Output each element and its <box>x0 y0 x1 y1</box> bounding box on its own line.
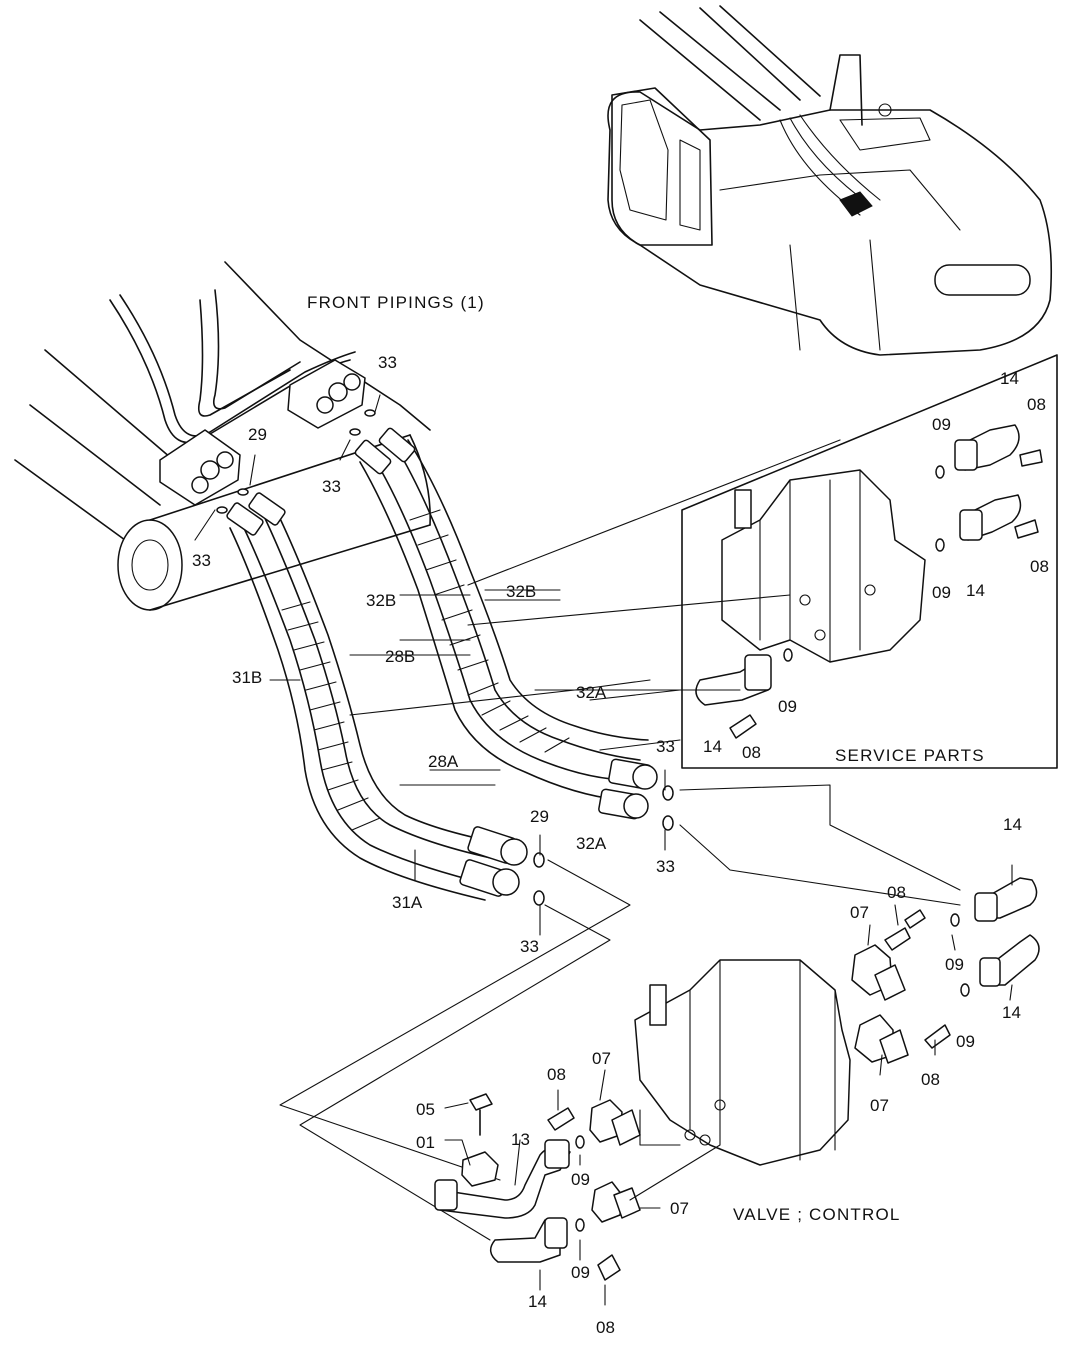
service-parts-title: SERVICE PARTS <box>835 746 985 765</box>
callout-14: 14 <box>1000 369 1019 388</box>
callout-09: 09 <box>932 415 951 434</box>
callout-08: 08 <box>1030 557 1049 576</box>
callout-28a: 28A <box>428 752 459 771</box>
callout-07: 07 <box>592 1049 611 1068</box>
callout-32b: 32B <box>366 591 396 610</box>
callout-09: 09 <box>571 1170 590 1189</box>
callout-32a: 32A <box>576 834 607 853</box>
callout-09: 09 <box>571 1263 590 1282</box>
callout-07: 07 <box>850 903 869 922</box>
callout-31b: 31B <box>232 668 262 687</box>
front-pipings-title: FRONT PIPINGS (1) <box>307 293 485 312</box>
callout-32a: 32A <box>576 683 607 702</box>
callout-33: 33 <box>520 937 539 956</box>
callout-07: 07 <box>870 1096 889 1115</box>
callout-28b: 28B <box>385 647 415 666</box>
callout-09: 09 <box>945 955 964 974</box>
callout-14: 14 <box>703 737 722 756</box>
callout-01: 01 <box>416 1133 435 1152</box>
callout-14: 14 <box>966 581 985 600</box>
callout-08: 08 <box>921 1070 940 1089</box>
callout-29: 29 <box>248 425 267 444</box>
callout-33: 33 <box>322 477 341 496</box>
callout-32b: 32B <box>506 582 536 601</box>
callout-08: 08 <box>596 1318 615 1337</box>
callout-31a: 31A <box>392 893 423 912</box>
callout-05: 05 <box>416 1100 435 1119</box>
control-valve <box>434 864 1040 1306</box>
hose-assemblies <box>226 427 658 901</box>
callout-33: 33 <box>656 857 675 876</box>
boom-illustration <box>14 261 431 611</box>
callout-09: 09 <box>778 697 797 716</box>
callout-08: 08 <box>1027 395 1046 414</box>
callout-29: 29 <box>530 807 549 826</box>
callout-13: 13 <box>511 1130 530 1149</box>
callout-08: 08 <box>887 883 906 902</box>
callout-07: 07 <box>670 1199 689 1218</box>
callout-33: 33 <box>656 737 675 756</box>
o-rings <box>216 409 674 906</box>
service-parts-box <box>681 354 1058 769</box>
callout-08: 08 <box>742 743 761 762</box>
callout-09: 09 <box>956 1032 975 1051</box>
callout-33: 33 <box>378 353 397 372</box>
callout-14: 14 <box>1003 815 1022 834</box>
valve-control-title: VALVE ; CONTROL <box>733 1205 901 1224</box>
callout-09: 09 <box>932 583 951 602</box>
excavator-illustration <box>607 5 1053 356</box>
callout-14: 14 <box>528 1292 547 1311</box>
callout-14: 14 <box>1002 1003 1021 1022</box>
callout-33: 33 <box>192 551 211 570</box>
callout-08: 08 <box>547 1065 566 1084</box>
leader-lines <box>194 394 961 1241</box>
